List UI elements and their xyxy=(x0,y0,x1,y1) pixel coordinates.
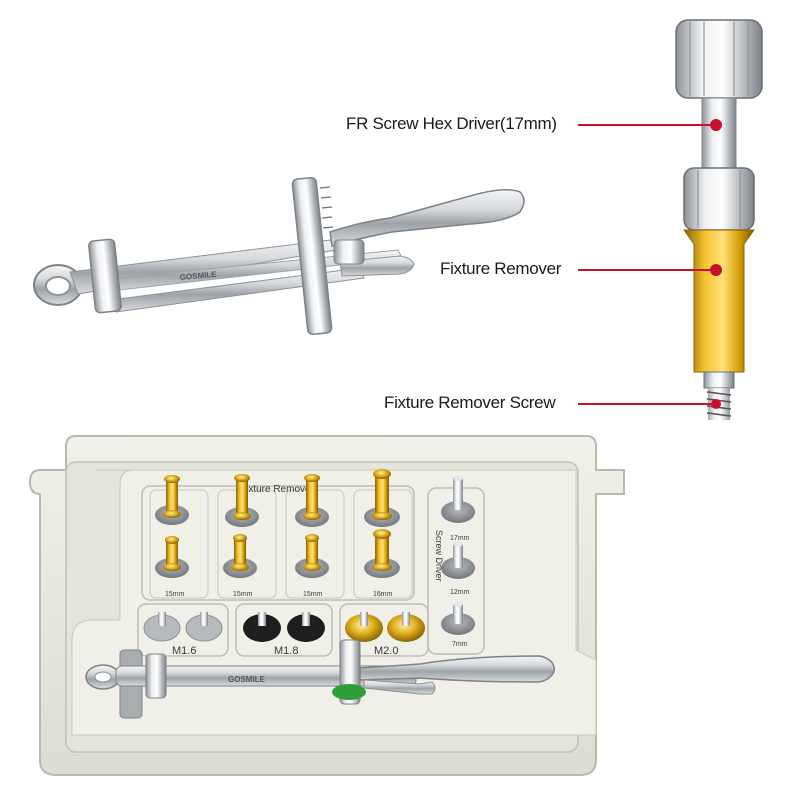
remover-tools-grid: 15mm 15mm 15mm 16mm xyxy=(155,469,400,598)
section-fixture-remover-label: Fixture Remover xyxy=(240,484,315,495)
section-screw-driver-label: Screw Driver xyxy=(434,530,444,582)
kit-tray xyxy=(28,435,625,776)
screw-driver-tool xyxy=(441,475,475,523)
screw-driver-tool xyxy=(441,541,475,579)
tray-torque-wrench: GOSMILE xyxy=(85,639,555,719)
callout-driver-pointer xyxy=(578,119,722,131)
torque-wrench-illustration: GOSMILE xyxy=(33,176,525,336)
driver-length-middle: 12mm xyxy=(450,589,470,596)
screw-driver-section: Screw Driver 17mm 12mm 7mm xyxy=(427,475,485,655)
holder-row-m20: M2.0 xyxy=(339,603,429,657)
callout-remover-pointer xyxy=(578,264,722,276)
row-label-m20: M2.0 xyxy=(374,645,398,657)
driver-length-bottom: 7mm xyxy=(452,641,468,648)
fixture-remover-assembly xyxy=(675,19,763,420)
remover-tool xyxy=(364,529,400,578)
row-label-m16: M1.6 xyxy=(172,645,196,657)
callout-driver-label: FR Screw Hex Driver(17mm) xyxy=(346,114,557,133)
callout-screw-pointer xyxy=(578,399,721,409)
row-label-m18: M1.8 xyxy=(274,645,298,657)
wrench-logo: GOSMILE xyxy=(179,270,217,282)
callout-remover-label: Fixture Remover xyxy=(440,259,562,278)
remover-tool xyxy=(155,536,189,578)
remover-tool xyxy=(225,474,259,527)
remover-tool xyxy=(295,534,329,578)
remover-tool xyxy=(155,475,189,525)
driver-length-top: 17mm xyxy=(450,535,470,542)
remover-length-col2: 15mm xyxy=(233,591,253,598)
remover-length-col4: 16mm xyxy=(373,591,393,598)
screw-driver-tool xyxy=(441,601,475,635)
holder-row-m16: M1.6 xyxy=(137,603,229,657)
remover-tool xyxy=(295,474,329,527)
callout-screw-label: Fixture Remover Screw xyxy=(384,393,556,412)
tray-wrench-logo: GOSMILE xyxy=(228,675,266,684)
remover-length-col3: 15mm xyxy=(303,591,323,598)
remover-tool xyxy=(223,534,257,578)
remover-length-col1: 15mm xyxy=(165,591,185,598)
holder-row-m18: M1.8 xyxy=(235,603,333,657)
remover-tool xyxy=(364,469,400,527)
